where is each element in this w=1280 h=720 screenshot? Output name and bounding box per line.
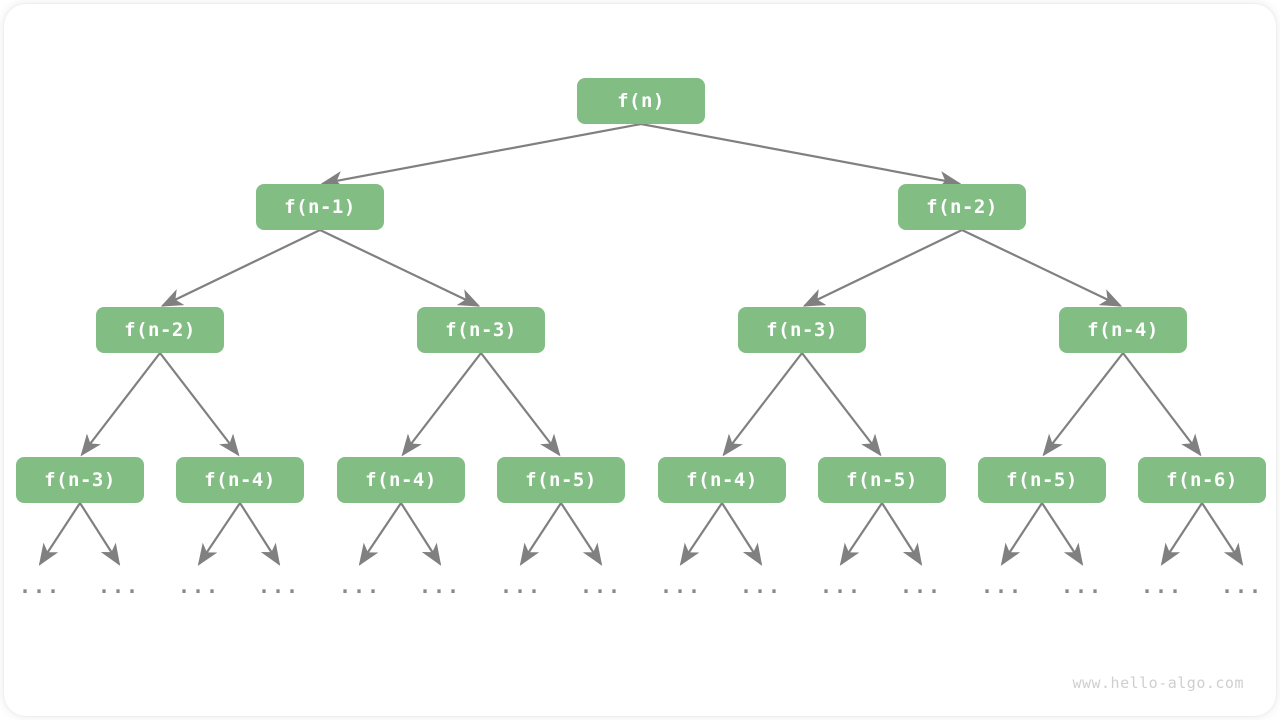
leaf-edge [679,502,723,566]
tree-node[interactable]: f(n-3) [738,307,866,353]
tree-node[interactable]: f(n-2) [898,184,1026,230]
leaf-edge [239,502,281,566]
tree-node[interactable]: f(n-4) [1059,307,1187,353]
tree-edge [1042,352,1124,457]
leaf-edge [1000,502,1043,566]
tree-edge [801,352,882,457]
leaf-edge [881,502,923,566]
ellipsis-marker: ... [1140,574,1184,598]
ellipsis-marker: ... [739,574,783,598]
ellipsis-marker: ... [659,574,703,598]
leaf-edge [358,502,402,566]
tree-edge [802,229,963,307]
tree-node[interactable]: f(n-3) [16,457,144,503]
tree-node[interactable]: f(n-4) [337,457,465,503]
tree-edge [319,229,481,307]
leaf-edge [839,502,883,566]
leaf-edge [197,502,241,566]
tree-edge [722,352,803,457]
ellipsis-marker: ... [97,574,141,598]
ellipsis-marker: ... [418,574,462,598]
tree-edge [640,122,962,189]
ellipsis-marker: ... [499,574,543,598]
ellipsis-marker: ... [819,574,863,598]
leaf-edge [79,502,121,566]
ellipsis-marker: ... [338,574,382,598]
tree-node[interactable]: f(n-1) [256,184,384,230]
tree-edge [401,352,482,457]
leaf-edge [721,502,763,566]
ellipsis-marker: ... [1220,574,1264,598]
tree-edge [320,122,642,189]
tree-edge [480,352,561,457]
tree-edge [80,352,161,457]
tree-edge [160,229,321,307]
ellipsis-marker: ... [18,574,62,598]
tree-node[interactable]: f(n-5) [818,457,946,503]
ellipsis-marker: ... [1060,574,1104,598]
leaf-edge [1041,502,1084,566]
tree-node[interactable]: f(n-3) [417,307,545,353]
watermark: www.hello-algo.com [1072,674,1244,692]
tree-node[interactable]: f(n-5) [497,457,625,503]
leaf-edge [38,502,81,566]
leaf-edge [1201,502,1244,566]
leaf-edge [560,502,603,566]
leaf-edge [1160,502,1203,566]
tree-node[interactable]: f(n) [577,78,705,124]
ellipsis-marker: ... [177,574,221,598]
tree-node[interactable]: f(n-4) [658,457,786,503]
leaf-edge [519,502,562,566]
tree-node[interactable]: f(n-4) [176,457,304,503]
tree-edge [961,229,1123,307]
tree-edge [1122,352,1202,457]
ellipsis-marker: ... [257,574,301,598]
tree-node[interactable]: f(n-5) [978,457,1106,503]
ellipsis-marker: ... [980,574,1024,598]
ellipsis-marker: ... [579,574,623,598]
tree-edge [159,352,240,457]
leaf-edge [400,502,442,566]
ellipsis-marker: ... [899,574,943,598]
tree-node[interactable]: f(n-2) [96,307,224,353]
tree-node[interactable]: f(n-6) [1138,457,1266,503]
